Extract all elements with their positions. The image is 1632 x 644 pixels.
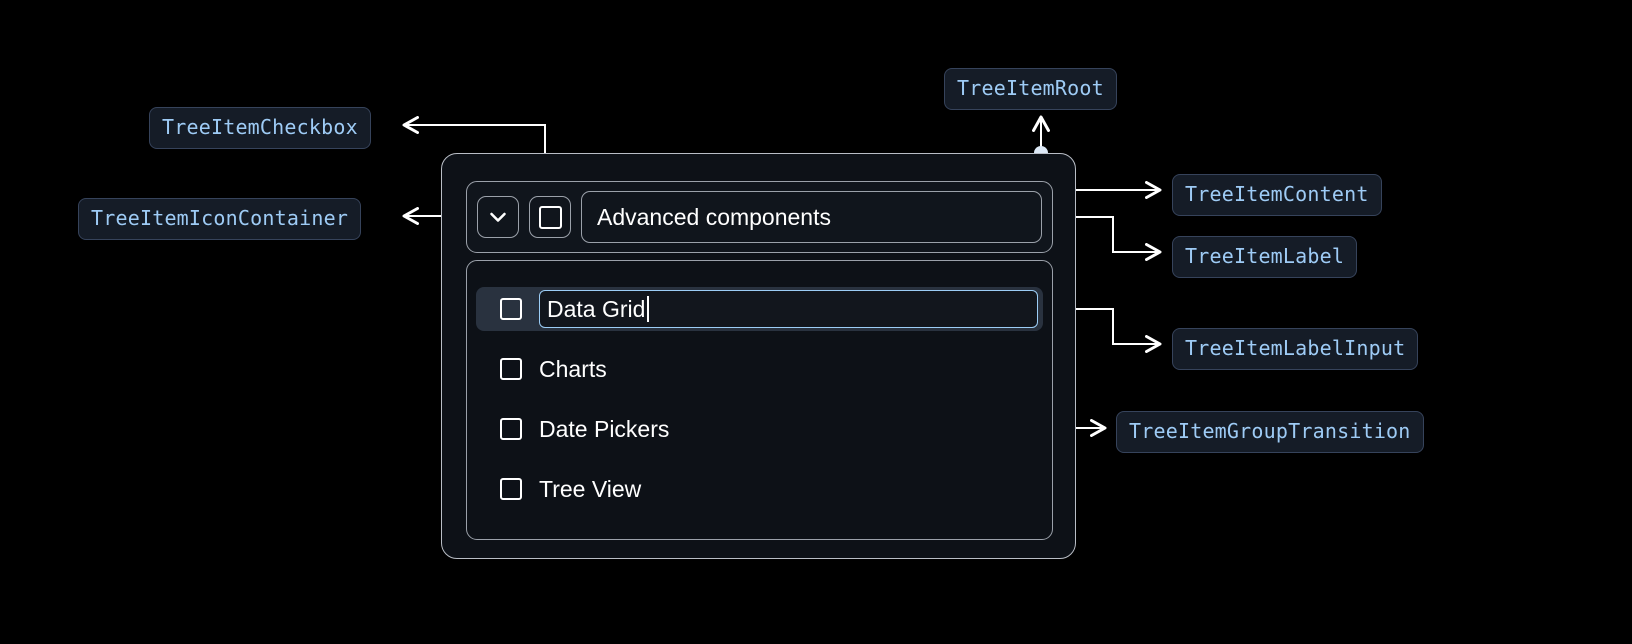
- tree-item-icon-container[interactable]: [477, 196, 519, 238]
- tree-item-checkbox[interactable]: [500, 478, 522, 500]
- tree-item-label-input[interactable]: Data Grid: [539, 290, 1038, 328]
- annotation-chip-tree-item-content: TreeItemContent: [1172, 174, 1382, 216]
- annotation-chip-tree-item-group-transition: TreeItemGroupTransition: [1116, 411, 1424, 453]
- tree-item-content[interactable]: Advanced components: [466, 181, 1053, 253]
- tree-item-root[interactable]: Advanced components Data Grid Charts Dat…: [441, 153, 1076, 559]
- annotation-chip-tree-item-checkbox: TreeItemCheckbox: [149, 107, 371, 149]
- tree-item-checkbox[interactable]: [500, 358, 522, 380]
- annotation-chip-tree-item-root: TreeItemRoot: [944, 68, 1117, 110]
- tree-item-checkbox[interactable]: [529, 196, 571, 238]
- tree-item-label: Date Pickers: [539, 415, 670, 442]
- annotation-chip-tree-item-label: TreeItemLabel: [1172, 236, 1358, 278]
- chevron-down-icon: [490, 212, 506, 222]
- tree-row[interactable]: Date Pickers: [476, 407, 1043, 451]
- tree-item-label[interactable]: Advanced components: [581, 191, 1042, 243]
- tree-row[interactable]: Tree View: [476, 467, 1043, 511]
- tree-row[interactable]: Data Grid: [476, 287, 1043, 331]
- tree-item-group-transition: Data Grid Charts Date Pickers Tree View: [466, 260, 1053, 540]
- tree-item-label: Tree View: [539, 475, 642, 502]
- annotation-chip-tree-item-icon-container: TreeItemIconContainer: [78, 198, 362, 240]
- tree-item-checkbox[interactable]: [500, 418, 522, 440]
- tree-item-label: Charts: [539, 355, 607, 382]
- tree-item-label-text: Advanced components: [597, 203, 831, 230]
- tree-row[interactable]: Charts: [476, 347, 1043, 391]
- tree-item-label-input-value: Data Grid: [547, 295, 646, 322]
- checkbox-box-icon: [538, 205, 562, 229]
- annotation-chip-tree-item-label-input: TreeItemLabelInput: [1172, 328, 1419, 370]
- text-caret: [647, 296, 650, 322]
- tree-item-checkbox[interactable]: [500, 298, 522, 320]
